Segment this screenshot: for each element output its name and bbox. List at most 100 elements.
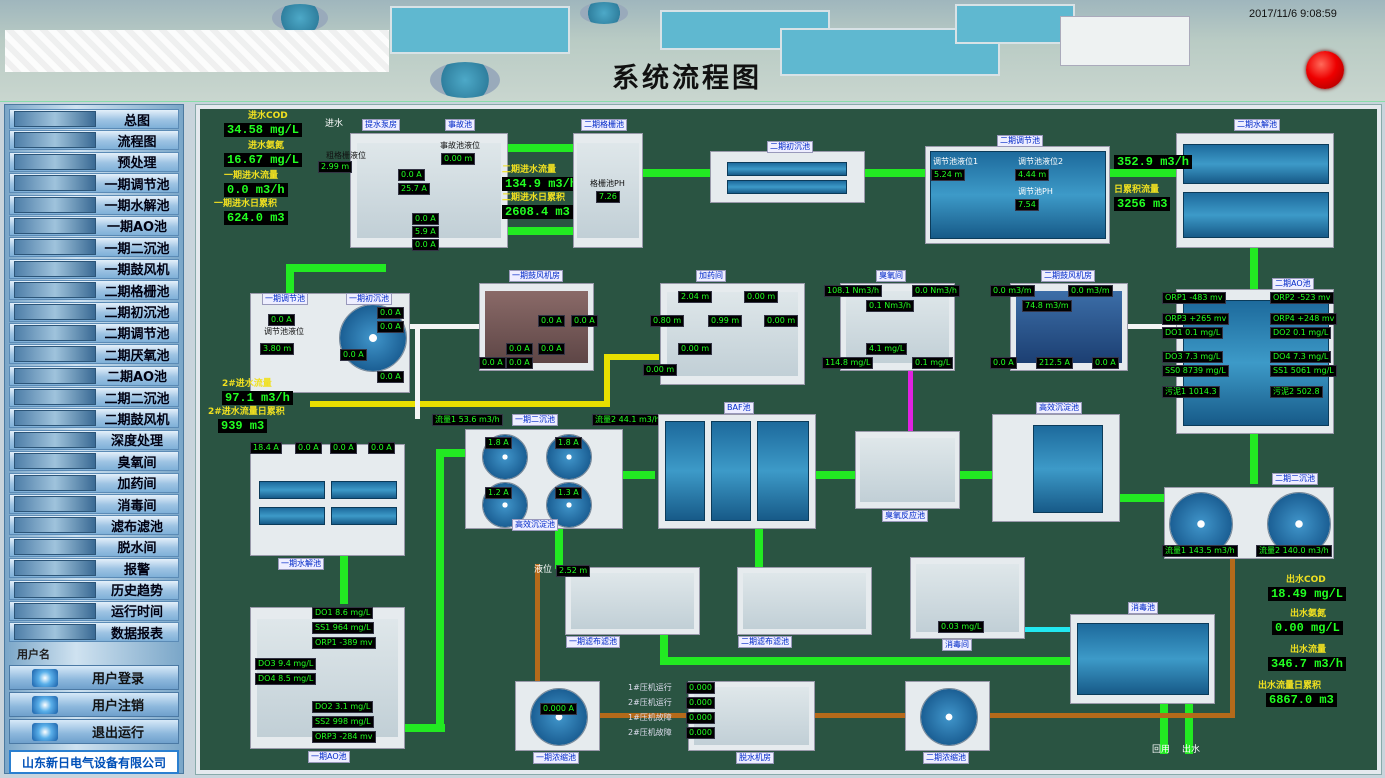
- aerial-tank: [272, 4, 328, 32]
- nav-thumbnail-icon: [14, 389, 96, 406]
- deep-settle-unit[interactable]: [992, 414, 1120, 522]
- pipe: [660, 657, 1070, 665]
- blower-1-current: 0.0 A: [538, 343, 565, 355]
- influent-nh-label: 进水氨氮: [248, 141, 285, 151]
- effluent-cod-label: 出水COD: [1286, 575, 1326, 585]
- effluent-cum-label: 出水流量日累积: [1258, 681, 1322, 691]
- nav-thumbnail-icon: [14, 560, 96, 577]
- sidebar-item-16[interactable]: 臭氧间: [9, 451, 179, 472]
- sidebar-item-21[interactable]: 报警: [9, 558, 179, 579]
- ozone-conc: 114.8 mg/L: [822, 357, 874, 369]
- sidebar-item-9[interactable]: 二期初沉池: [9, 301, 179, 322]
- sidebar-item-label: 预处理: [117, 156, 157, 172]
- sidebar-item-label: 深度处理: [110, 434, 163, 450]
- ao-2-caption: 二期AO池: [1272, 278, 1314, 290]
- baf-unit[interactable]: [658, 414, 816, 529]
- ao-1-do3: DO3 9.4 mg/L: [255, 658, 317, 670]
- adjust-1-current: 0.0 A: [377, 371, 404, 383]
- sidebar-item-2[interactable]: 预处理: [9, 151, 179, 172]
- press-1-run-label: 1#压机运行: [628, 683, 672, 692]
- pipe: [755, 529, 763, 569]
- sidebar-item-label: 报警: [123, 562, 150, 578]
- sludge-pipe: [815, 713, 905, 718]
- initial-settle-2-unit[interactable]: [710, 151, 865, 203]
- login-button[interactable]: 用户登录: [9, 665, 179, 691]
- hydrolysis-1-current: 0.0 A: [330, 442, 357, 454]
- flow2-value: 134.9 m3/h: [502, 177, 581, 191]
- thickener-1-unit[interactable]: [515, 681, 600, 751]
- ozone-flow: 0.0 Nm3/h: [912, 285, 960, 297]
- sidebar-item-22[interactable]: 历史趋势: [9, 579, 179, 600]
- logout-button[interactable]: 用户注销: [9, 692, 179, 718]
- sidebar-item-15[interactable]: 深度处理: [9, 429, 179, 450]
- sidebar-item-5[interactable]: 一期AO池: [9, 215, 179, 236]
- disinfect-room-unit[interactable]: [910, 557, 1025, 639]
- process-flow-panel: 进水COD 34.58 mg/L 进水氨氮 16.67 mg/L 一期进水流量 …: [195, 104, 1382, 775]
- filter-2-unit[interactable]: [737, 567, 872, 635]
- blower-2-current: 212.5 A: [1036, 357, 1073, 369]
- dosing-level: 0.00 m: [744, 291, 779, 303]
- press-1-fault-label: 1#压机故障: [628, 713, 672, 722]
- adjust-2-unit[interactable]: [925, 146, 1110, 244]
- settle-1-current: 1.3 A: [555, 487, 582, 499]
- sidebar-item-17[interactable]: 加药间: [9, 472, 179, 493]
- sidebar-item-7[interactable]: 一期鼓风机: [9, 258, 179, 279]
- pipe: [660, 629, 668, 664]
- sidebar-item-12[interactable]: 二期AO池: [9, 365, 179, 386]
- login-icon: [32, 668, 58, 687]
- nav-thumbnail-icon: [14, 410, 96, 427]
- settle-2-flow2: 流量2 140.0 m3/h: [1256, 545, 1332, 557]
- disinfect-tank-unit[interactable]: [1070, 614, 1215, 704]
- alarm-indicator-icon[interactable]: [1306, 51, 1344, 89]
- ozone-room-unit[interactable]: [840, 283, 955, 371]
- nav-thumbnail-icon: [14, 431, 96, 448]
- sidebar-item-23[interactable]: 运行时间: [9, 600, 179, 621]
- sidebar-item-0[interactable]: 总图: [9, 109, 179, 129]
- ao-2-ss1: SS1 5061 mg/L: [1270, 365, 1337, 377]
- blower-2-air: 74.8 m3/m: [1022, 300, 1072, 312]
- company-name: 山东新日电气设备有限公司: [9, 750, 179, 775]
- dosing-level: 2.04 m: [678, 291, 713, 303]
- sidebar-item-1[interactable]: 流程图: [9, 130, 179, 151]
- sidebar-item-19[interactable]: 滤布滤池: [9, 515, 179, 536]
- ozone-flow: 0.1 Nm3/h: [866, 300, 914, 312]
- grid-pool-2-unit[interactable]: [573, 133, 643, 248]
- sidebar-item-4[interactable]: 一期水解池: [9, 194, 179, 215]
- adjust-1-level-value: 3.80 m: [260, 343, 295, 355]
- thickener-2-unit[interactable]: [905, 681, 990, 751]
- nav-thumbnail-icon: [14, 581, 96, 598]
- pump-current: 0.0 A: [398, 169, 425, 181]
- sidebar-item-24[interactable]: 数据报表: [9, 622, 179, 643]
- adjust-1-current: 0.0 A: [340, 349, 367, 361]
- sidebar-item-8[interactable]: 二期格栅池: [9, 280, 179, 301]
- sidebar-item-20[interactable]: 脱水间: [9, 536, 179, 557]
- influent-nh-value: 16.67 mg/L: [224, 153, 303, 167]
- sidebar-item-10[interactable]: 二期调节池: [9, 322, 179, 343]
- filter-1-unit[interactable]: [565, 567, 700, 635]
- adjust-1-level-label: 调节池液位: [264, 327, 304, 336]
- hydrolysis-2-unit[interactable]: [1176, 133, 1334, 248]
- hydrolysis-1-current: 0.0 A: [295, 442, 322, 454]
- adjust-1-current: 0.0 A: [268, 314, 295, 326]
- sidebar-item-3[interactable]: 一期调节池: [9, 173, 179, 194]
- dosing-caption: 加药间: [696, 270, 726, 282]
- sidebar-item-11[interactable]: 二期厌氧池: [9, 344, 179, 365]
- sidebar-item-13[interactable]: 二期二沉池: [9, 387, 179, 408]
- blower-1-current: 0.0 A: [479, 357, 506, 369]
- blower-1-caption: 一期鼓风机房: [509, 270, 563, 282]
- press-1-fault-value: 0.000: [686, 712, 715, 724]
- accident-level-label: 事故池液位: [440, 141, 480, 150]
- pipe: [286, 264, 294, 294]
- sidebar-item-14[interactable]: 二期鼓风机: [9, 408, 179, 429]
- hydrolysis-2-cum: 3256 m3: [1114, 197, 1171, 211]
- ao-2-do3: DO3 7.3 mg/L: [1162, 351, 1224, 363]
- ozone-reactor-unit[interactable]: [855, 431, 960, 509]
- page-title: 系统流程图: [612, 63, 762, 94]
- sidebar-item-18[interactable]: 消毒间: [9, 494, 179, 515]
- blower-1-current: 0.0 A: [506, 343, 533, 355]
- sidebar-item-label: 二期厌氧池: [104, 348, 170, 364]
- exit-button[interactable]: 退出运行: [9, 719, 179, 745]
- sidebar-item-6[interactable]: 一期二沉池: [9, 237, 179, 258]
- hydrolysis-1-unit[interactable]: [250, 444, 405, 556]
- pipe: [623, 471, 655, 479]
